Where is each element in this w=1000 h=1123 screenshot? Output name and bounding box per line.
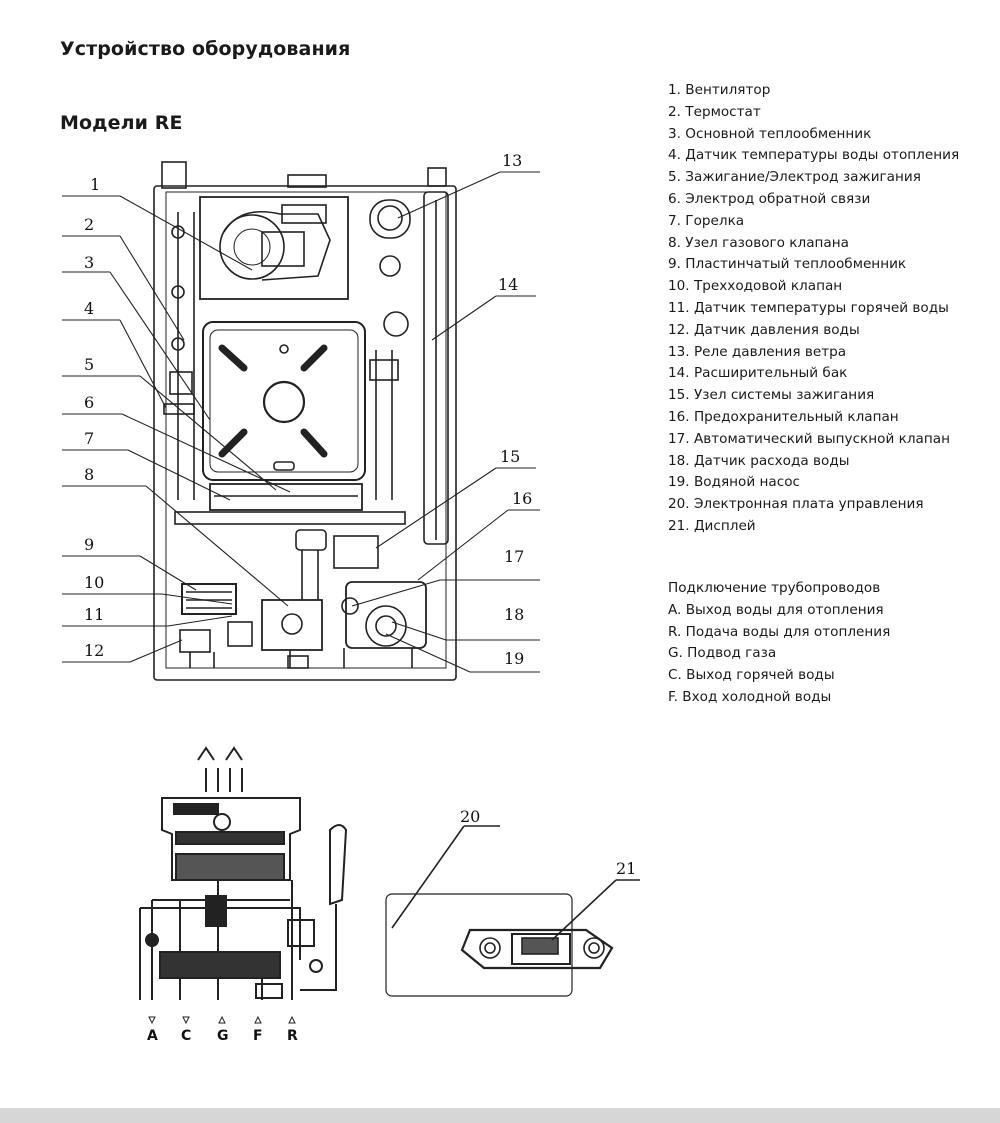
parts-legend-item: 21. Дисплей bbox=[668, 517, 756, 534]
callout-label: 13 bbox=[502, 151, 522, 170]
boiler-casing bbox=[153, 185, 457, 681]
water-pump bbox=[345, 581, 427, 649]
parts-legend-item: 6. Электрод обратной связи bbox=[668, 190, 871, 207]
callout-label: 17 bbox=[504, 547, 524, 566]
parts-legend-item: 8. Узел газового клапана bbox=[668, 234, 849, 251]
parts-legend-item: 9. Пластинчатый теплообменник bbox=[668, 256, 907, 273]
connection-label: G bbox=[217, 1028, 229, 1044]
pipes-legend: Подключение трубопроводов A. Выход воды … bbox=[668, 578, 890, 709]
gas-valve bbox=[261, 599, 323, 651]
callout-label: 9 bbox=[84, 535, 94, 554]
callout-label: 16 bbox=[512, 489, 532, 508]
pipes-legend-item: C. Выход горячей воды bbox=[668, 667, 835, 684]
callout-label: 6 bbox=[84, 393, 94, 412]
parts-legend-item: 10. Трехходовой клапан bbox=[668, 278, 843, 295]
parts-legend-item: 12. Датчик давления воды bbox=[668, 321, 860, 338]
footer-bar bbox=[0, 1108, 1000, 1123]
page-title: Устройство оборудования bbox=[60, 38, 351, 60]
callout-label: 12 bbox=[84, 641, 104, 660]
pipes-legend-heading: Подключение трубопроводов bbox=[668, 580, 881, 596]
parts-legend-item: 17. Автоматический выпускной клапан bbox=[668, 430, 950, 447]
pipes-legend-item: R. Подача воды для отопления bbox=[668, 623, 891, 640]
callout-label: 20 bbox=[460, 807, 480, 826]
pipes-legend-items: A. Выход воды для отопления R. Подача вод… bbox=[668, 600, 890, 709]
parts-legend-item: 14. Расширительный бак bbox=[668, 365, 848, 382]
parts-legend-item: 18. Датчик расхода воды bbox=[668, 452, 850, 469]
pipes-legend-item: F. Вход холодной воды bbox=[668, 688, 832, 705]
callout-label: 3 bbox=[84, 253, 94, 272]
callout-label: 5 bbox=[84, 355, 94, 374]
fan-housing bbox=[199, 196, 349, 300]
callout-label: 14 bbox=[498, 275, 518, 294]
connection-label: C bbox=[181, 1028, 191, 1044]
parts-legend-item: 7. Горелка bbox=[668, 212, 745, 229]
connection-label: R bbox=[287, 1028, 298, 1044]
pipes-legend-item: G. Подвод газа bbox=[668, 645, 777, 662]
callout-label: 18 bbox=[504, 605, 524, 624]
parts-legend-item: 1. Вентилятор bbox=[668, 82, 771, 98]
burner bbox=[209, 483, 363, 511]
hydraulic-scheme bbox=[139, 746, 348, 1000]
callout-label: 4 bbox=[84, 299, 94, 318]
callout-label: 7 bbox=[84, 429, 94, 448]
callout-label: 8 bbox=[84, 465, 94, 484]
arrow-up-icon bbox=[254, 1015, 262, 1024]
connection-label: A bbox=[147, 1028, 158, 1044]
parts-legend-item: 16. Предохранительный клапан bbox=[668, 408, 899, 425]
parts-legend-item: 20. Электронная плата управления bbox=[668, 496, 924, 513]
parts-legend-item: 13. Реле давления ветра bbox=[668, 343, 847, 360]
plate-heat-exchanger bbox=[181, 583, 237, 615]
arrow-up-icon bbox=[218, 1015, 226, 1024]
parts-legend-item: 3. Основной теплообменник bbox=[668, 125, 872, 142]
model-subtitle: Модели RE bbox=[60, 112, 183, 134]
parts-legend-item: 5. Зажигание/Электрод зажигания bbox=[668, 169, 921, 186]
arrow-up-icon bbox=[288, 1015, 296, 1024]
callout-label: 21 bbox=[616, 859, 636, 878]
parts-legend-item: 11. Датчик температуры горячей воды bbox=[668, 299, 949, 316]
connection-label: F bbox=[253, 1028, 263, 1044]
control-panel bbox=[385, 825, 640, 997]
pipes-legend-item: A. Выход воды для отопления bbox=[668, 601, 884, 618]
parts-legend-item: 4. Датчик температуры воды отопления bbox=[668, 147, 960, 164]
parts-legend-item: 19. Водяной насос bbox=[668, 474, 801, 491]
callout-label: 10 bbox=[84, 573, 104, 592]
parts-legend-item: 2. Термостат bbox=[668, 103, 761, 120]
arrow-down-icon bbox=[182, 1016, 190, 1025]
callout-label: 19 bbox=[504, 649, 524, 668]
callout-label: 15 bbox=[500, 447, 520, 466]
arrow-down-icon bbox=[148, 1016, 156, 1025]
callout-label: 11 bbox=[84, 605, 104, 624]
callout-label: 2 bbox=[84, 215, 94, 234]
callout-label: 1 bbox=[90, 175, 100, 194]
parts-legend-item: 15. Узел системы зажигания bbox=[668, 387, 875, 404]
heat-exchanger bbox=[202, 321, 366, 481]
expansion-tank bbox=[423, 191, 449, 545]
parts-legend: 1. Вентилятор 2. Термостат 3. Основной теп… bbox=[668, 80, 959, 538]
